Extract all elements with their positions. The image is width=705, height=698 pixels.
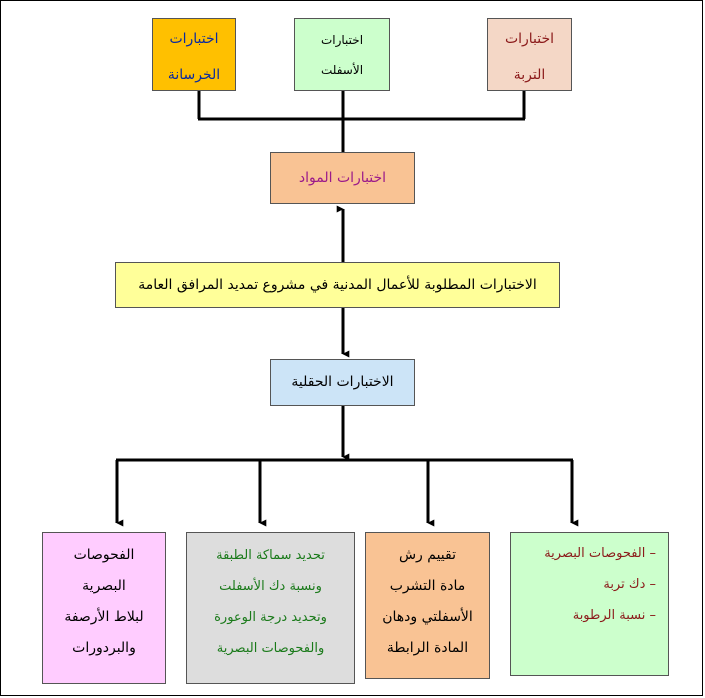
prime-coat-box: تقييم رش مادة التشرب الأسفلتي ودهان الما… xyxy=(365,532,490,679)
soil-field-item-moisture: – نسبة الرطوبة xyxy=(572,608,656,623)
soil-field-tests-box: – الفحوصات البصرية – دك تربة – نسبة الرط… xyxy=(510,532,669,676)
visual-tiles-line-1: الفحوصات xyxy=(73,547,135,563)
asphalt-tests-line-2: الأسفلت xyxy=(320,63,364,77)
asphalt-tests-box: اختبارات الأسفلت xyxy=(294,18,390,91)
main-title-box: الاختبارات المطلوبة للأعمال المدنية في م… xyxy=(115,262,560,308)
materials-tests-label: اختبارات المواد xyxy=(298,170,387,186)
visual-tiles-line-4: والبردورات xyxy=(72,640,136,656)
field-tests-label: الاختبارات الحقلية xyxy=(291,374,394,390)
soil-field-item-visual: – الفحوصات البصرية xyxy=(544,546,656,561)
materials-tests-box: اختبارات المواد xyxy=(270,152,415,204)
layer-thickness-line-2: ونسبة دك الأسفلت xyxy=(219,579,322,594)
soil-tests-line-1: اختبارات xyxy=(504,31,555,47)
visual-tiles-box: الفحوصات البصرية لبلاط الأرصفة والبردورا… xyxy=(42,532,166,684)
asphalt-tests-line-1: اختبارات xyxy=(320,33,364,47)
soil-field-item-compaction: – دك تربة xyxy=(603,577,656,592)
field-tests-box: الاختبارات الحقلية xyxy=(270,359,415,406)
layer-thickness-line-4: والفحوصات البصرية xyxy=(216,641,325,656)
layer-thickness-line-1: تحديد سماكة الطبقة xyxy=(216,548,325,563)
prime-coat-line-4: المادة الرابطة xyxy=(386,640,469,656)
concrete-tests-line-2: الخرسانة xyxy=(167,67,221,83)
prime-coat-line-3: الأسفلتي ودهان xyxy=(382,609,473,625)
prime-coat-line-1: تقييم رش xyxy=(398,547,457,563)
concrete-tests-box: اختبارات الخرسانة xyxy=(152,18,236,91)
visual-tiles-line-3: لبلاط الأرصفة xyxy=(64,609,144,625)
soil-tests-box: اختبارات التربة xyxy=(487,18,572,91)
visual-tiles-line-2: البصرية xyxy=(82,578,126,594)
soil-tests-line-2: التربة xyxy=(513,67,546,83)
concrete-tests-line-1: اختبارات xyxy=(169,31,219,47)
prime-coat-line-2: مادة التشرب xyxy=(389,578,466,594)
layer-thickness-box: تحديد سماكة الطبقة ونسبة دك الأسفلت وتحد… xyxy=(186,532,355,684)
layer-thickness-line-3: وتحديد درجة الوعورة xyxy=(214,610,327,625)
main-title-label: الاختبارات المطلوبة للأعمال المدنية في م… xyxy=(138,277,537,293)
